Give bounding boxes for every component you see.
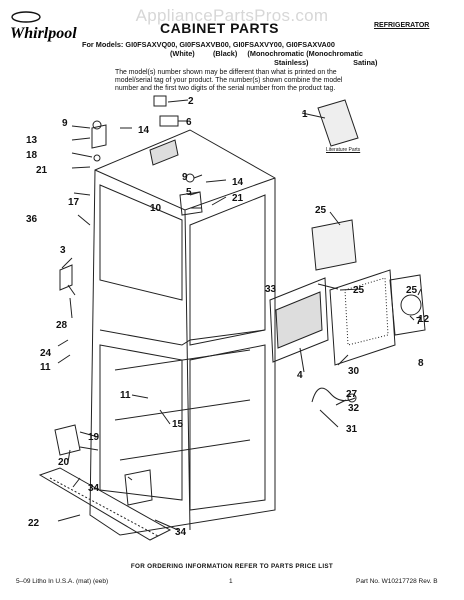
callout-19: 19 [88, 432, 100, 443]
callout-34a: 34 [88, 483, 100, 494]
right-hinge [179, 191, 203, 216]
divider-mullion [99, 329, 266, 346]
callout-15: 15 [172, 419, 184, 430]
drain-tube-31 [311, 387, 356, 403]
callout-5: 5 [186, 187, 192, 198]
callout-12: 12 [418, 314, 430, 325]
upper-liner-right [189, 194, 266, 346]
freezer-liner-left [99, 344, 183, 501]
category-label: REFRIGERATOR [374, 22, 430, 29]
models-label: For Models: [82, 40, 124, 49]
callout-25c: 25 [406, 285, 418, 296]
callout-17: 17 [68, 197, 80, 208]
top-hinge-plate [149, 139, 179, 166]
callout-21b: 21 [232, 193, 244, 204]
callout-21: 21 [36, 165, 48, 176]
clip-32 [347, 393, 357, 403]
leader-lines [57, 99, 422, 531]
callout-4: 4 [297, 370, 303, 381]
callout-1: 1 [302, 109, 308, 120]
toe-grille-22 [38, 467, 172, 541]
whirlpool-logo: Whirlpool [8, 6, 78, 44]
callout-28: 28 [56, 320, 68, 331]
screw-18 [93, 154, 101, 162]
condenser-30 [329, 269, 396, 366]
callout-30: 30 [348, 366, 360, 377]
freezer-liner-right [189, 344, 266, 511]
callout-7: 7 [416, 316, 422, 327]
callout-10: 10 [150, 203, 162, 214]
callout-14b: 14 [232, 177, 244, 188]
cabinet-front-edge [184, 209, 191, 531]
footer-litho: 5–09 Litho In U.S.A. (mat) (eeb) [16, 578, 109, 585]
callout-36: 36 [26, 214, 38, 225]
model-note: The model(s) number shown may be differe… [115, 69, 343, 92]
callout-18: 18 [26, 150, 38, 161]
ordering-info: FOR ORDERING INFORMATION REFER TO PARTS … [130, 563, 334, 570]
bracket-3 [59, 264, 73, 291]
watermark-text: AppliancePartsPros.com [135, 6, 329, 25]
models-line: For Models: GI0FSAXVQ00, GI0FSAXVB00, GI… [82, 40, 335, 49]
bottom-hinge-left [54, 424, 81, 456]
brand-text: Whirlpool [10, 25, 77, 42]
hinge-cap [159, 115, 179, 127]
callout-9: 9 [62, 118, 68, 129]
callout-20: 20 [58, 457, 70, 468]
callout-11: 11 [40, 362, 51, 373]
bottom-hinge-right [124, 469, 153, 506]
cabinet-drawing [38, 95, 426, 541]
callout-32: 32 [348, 403, 360, 414]
callout-6: 6 [186, 117, 192, 128]
callout-3: 3 [60, 245, 66, 256]
freezer-rails [114, 349, 251, 461]
access-panel-25 [311, 219, 357, 271]
screw-28 [67, 284, 76, 296]
callout-34b: 34 [175, 527, 187, 538]
callout-13: 13 [26, 135, 38, 146]
callout-8: 8 [418, 358, 424, 369]
footer-part-number: Part No. W10217728 Rev. B [356, 578, 438, 585]
models-list: GI0FSAXVQ00, GI0FSAXVB00, GI0FSAXVY00, G… [125, 40, 335, 49]
variants-line: (White) (Black) (Monochromatic (Monochro… [170, 49, 363, 58]
fan-8 [400, 294, 422, 316]
callout-22: 22 [28, 518, 40, 529]
fan-bracket-27 [389, 274, 426, 336]
upper-liner-left [99, 184, 183, 301]
literature-parts-label: Literature Parts [326, 147, 361, 153]
callout-9b: 9 [182, 172, 188, 183]
cover-33 [269, 277, 329, 363]
cabinet-outline [89, 129, 276, 536]
screw-9 [92, 120, 102, 130]
page-title: CABINET PARTS [160, 20, 280, 36]
grille-slots [49, 477, 159, 537]
callout-25b: 25 [353, 285, 365, 296]
literature-booklet [317, 99, 359, 147]
callout-25a: 25 [315, 205, 327, 216]
callout-2: 2 [188, 96, 194, 107]
footer-page-number: 1 [229, 578, 233, 585]
callout-labels: 1 2 3 4 5 6 7 8 9 9 10 11 11 12 13 14 14… [26, 96, 430, 538]
variants-line-2: Stainless) Satina) [274, 58, 378, 67]
callout-27: 27 [346, 389, 358, 400]
condenser-fins [344, 277, 389, 346]
callout-14: 14 [138, 125, 150, 136]
callout-31: 31 [346, 424, 358, 435]
hinge-pin [153, 95, 167, 107]
callout-33: 33 [265, 284, 277, 295]
filter-4 [275, 291, 323, 349]
callout-11b: 11 [120, 390, 131, 401]
callout-24: 24 [40, 348, 52, 359]
